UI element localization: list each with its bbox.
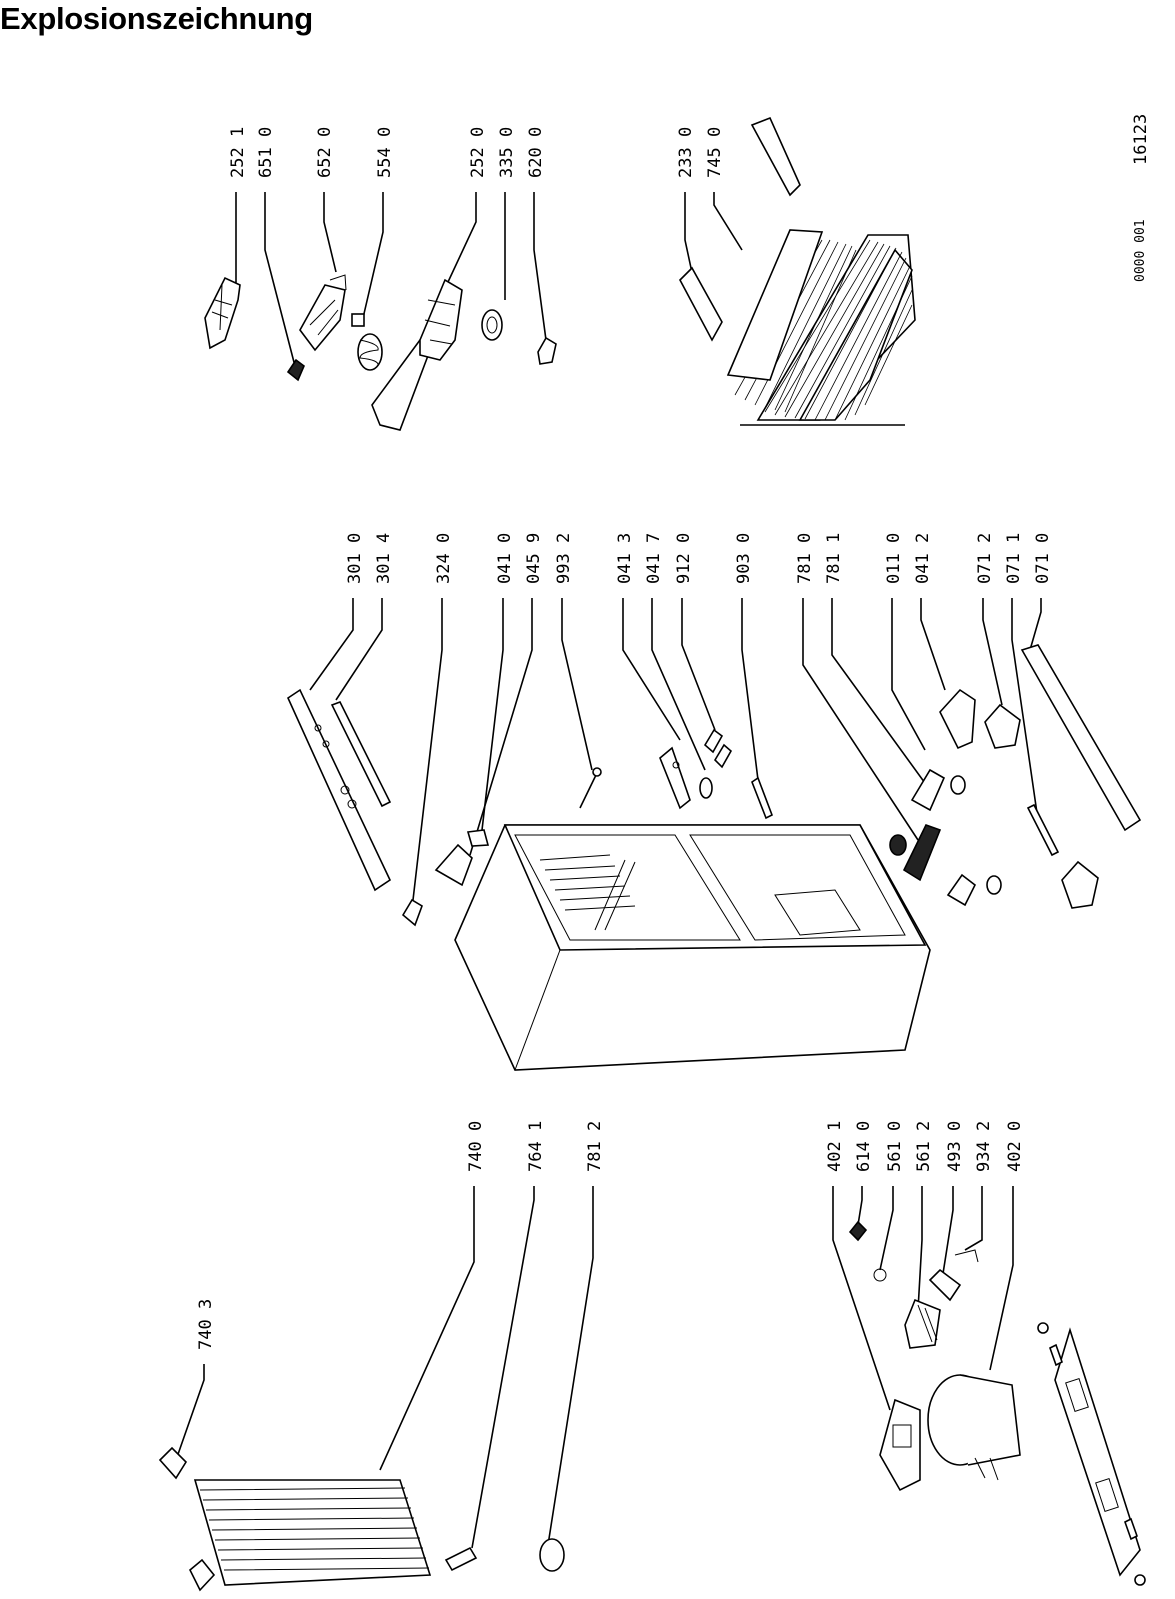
part-label-9120: 912 0: [674, 533, 694, 584]
part-label-9932: 993 2: [554, 533, 574, 584]
screw-icon: [703, 728, 733, 769]
part-label-0712: 071 2: [975, 533, 995, 584]
part-label-0410: 041 0: [495, 533, 515, 584]
part-label-7400: 740 0: [466, 1121, 486, 1172]
part-label-0711: 071 1: [1004, 533, 1024, 584]
pin-icon: [751, 776, 774, 820]
part-label-6200: 620 0: [526, 127, 546, 178]
thermostat-housing-icon: [204, 276, 241, 350]
wire-shelves-icon: [726, 229, 916, 426]
part-label-3240: 324 0: [434, 533, 454, 584]
starter-relay-icon: [904, 1298, 941, 1349]
compressor-icon: [927, 1374, 1021, 1481]
upper-hinge-icon: [659, 746, 713, 810]
door-stop-icon: [946, 873, 1002, 907]
part-label-7403: 740 3: [196, 1299, 216, 1350]
cover-cap-icon: [401, 898, 423, 927]
thermostat-icon: [299, 274, 347, 352]
page-title: Explosionszeichnung: [0, 1, 313, 36]
spring-coil-icon: [351, 313, 383, 371]
leader-lines: [175, 192, 1042, 1549]
condenser-coil-icon: [158, 1446, 432, 1592]
part-label-2521: 252 1: [228, 127, 248, 178]
part-label-0412: 041 2: [913, 533, 933, 584]
part-label-9030: 903 0: [734, 533, 754, 584]
terminal-cover-icon: [879, 1398, 921, 1492]
part-label-6510: 651 0: [256, 127, 276, 178]
part-label-7810: 781 0: [795, 533, 815, 584]
compressor-base-plate-icon: [1037, 1322, 1146, 1586]
part-label-6140: 614 0: [854, 1121, 874, 1172]
part-label-0710: 071 0: [1033, 533, 1053, 584]
trim-strip-icon: [330, 700, 392, 808]
part-labels: 252 1 651 0 652 0 554 0 252 0 335 0 620 …: [196, 114, 1151, 1350]
part-label-7811: 781 1: [824, 533, 844, 584]
shelf-trim-icon: [679, 116, 801, 342]
hinge-icon: [434, 829, 490, 887]
part-label-5610: 561 0: [885, 1121, 905, 1172]
drawing-number: 16123: [1131, 114, 1151, 165]
part-label-3350: 335 0: [497, 127, 517, 178]
knob-icon: [481, 309, 503, 341]
relay-icon: [848, 1220, 887, 1282]
control-panel-icon: [286, 688, 392, 892]
plinth-bar-icon: [1020, 644, 1142, 832]
foot-icon: [984, 703, 1099, 909]
part-label-9342: 934 2: [974, 1121, 994, 1172]
document-number: 0000 001: [1133, 219, 1148, 282]
part-label-4930: 493 0: [945, 1121, 965, 1172]
vent-grille-icon: [889, 824, 942, 882]
part-label-2330: 233 0: [676, 127, 696, 178]
refrigerator-cabinet-icon: [454, 824, 931, 1071]
control-panel-housing-icon: [371, 278, 463, 431]
filter-dryer-icon: [444, 1546, 478, 1572]
part-label-0459: 045 9: [524, 533, 544, 584]
part-label-2520: 252 0: [468, 127, 488, 178]
part-label-7641: 764 1: [526, 1121, 546, 1172]
part-label-6520: 652 0: [315, 127, 335, 178]
part-label-3014: 301 4: [374, 533, 394, 584]
part-label-4020: 402 0: [1005, 1121, 1025, 1172]
capacitor-icon: [928, 1249, 979, 1302]
part-label-7812: 781 2: [585, 1121, 605, 1172]
part-label-0413: 041 3: [615, 533, 635, 584]
part-label-5612: 561 2: [914, 1121, 934, 1172]
clip-icon: [537, 336, 557, 365]
lamp-icon: [286, 358, 305, 382]
rod-icon: [1026, 803, 1060, 857]
lower-hinge-icon: [910, 688, 976, 812]
part-label-4021: 402 1: [825, 1121, 845, 1172]
spring-pin-icon: [579, 767, 602, 809]
part-label-0110: 011 0: [884, 533, 904, 584]
part-label-5540: 554 0: [375, 127, 395, 178]
part-label-7450: 745 0: [705, 127, 725, 178]
drain-cup-icon: [539, 1538, 565, 1572]
part-label-3010: 301 0: [345, 533, 365, 584]
part-label-0417: 041 7: [644, 533, 664, 584]
